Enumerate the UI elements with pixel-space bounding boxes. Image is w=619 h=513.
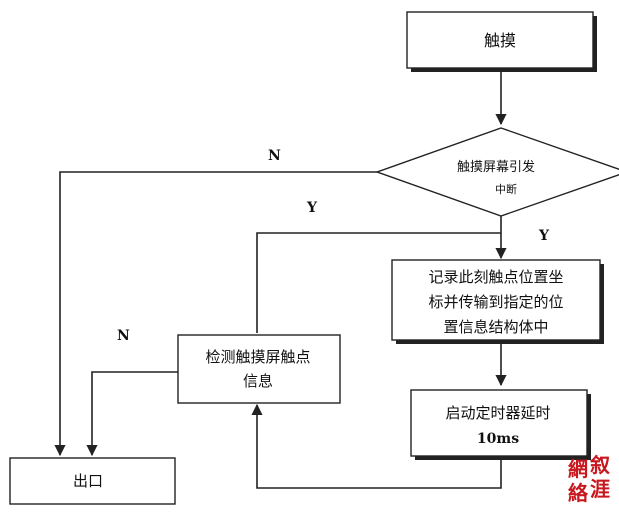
edge-label-n-left: N <box>117 328 130 344</box>
node-detect-touch: 检测触摸屏触点 信息 <box>177 334 341 404</box>
seal-char-3: 網 <box>568 457 588 481</box>
node-start-timer: 启动定时器延时 10ms <box>410 389 591 460</box>
edge-label-n-top: N <box>268 148 281 164</box>
seal-char-4: 絡 <box>568 481 588 505</box>
edge-decision-to-exit <box>54 171 377 457</box>
decision-label-line1: 触摸屏幕引发 <box>457 159 535 175</box>
edge-detect-to-record <box>256 232 501 333</box>
node-touch: 触摸 <box>406 11 597 72</box>
node-record-position: 记录此刻触点位置坐 标并传输到指定的位 置信息结构体中 <box>391 259 604 344</box>
record-label-line3: 置信息结构体中 <box>443 318 548 336</box>
edge-label-y-down: Y <box>538 228 550 244</box>
seal-char-2: 涯 <box>590 477 610 501</box>
decision-label-line2: 中断 <box>495 182 517 196</box>
detect-label-line2: 信息 <box>243 372 273 390</box>
edge-timer-to-detect <box>251 403 502 489</box>
connectors <box>54 70 507 489</box>
seal-char-1: 叙 <box>590 453 610 477</box>
edge-detect-to-exit <box>86 371 178 457</box>
timer-label-line2: 10ms <box>477 431 519 447</box>
record-label-line1: 记录此刻触点位置坐 <box>428 268 563 286</box>
detect-label-line1: 检测触摸屏触点 <box>205 348 310 366</box>
record-label-line2: 标并传输到指定的位 <box>428 293 563 311</box>
node-exit: 出口 <box>9 457 176 505</box>
node-interrupt-decision: 触摸屏幕引发 中断 <box>374 127 619 217</box>
timer-label-line1: 启动定时器延时 <box>445 404 550 422</box>
edge-label-y-loop: Y <box>306 200 318 216</box>
exit-label: 出口 <box>73 472 103 490</box>
node-touch-label: 触摸 <box>484 31 516 50</box>
watermark-seal: 叙 涯 網 絡 <box>566 452 616 504</box>
